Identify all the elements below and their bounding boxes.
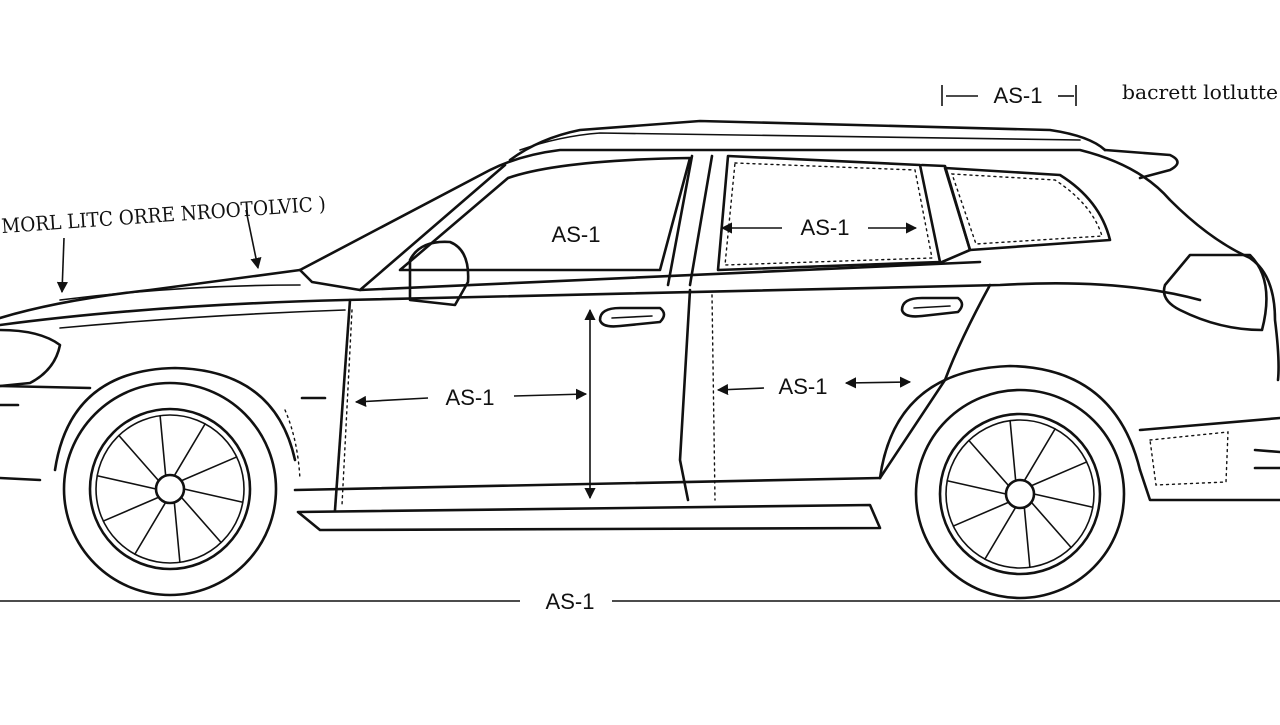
hood-crease — [59, 284, 301, 301]
rear-bumper — [1138, 416, 1280, 502]
windshield — [298, 163, 507, 292]
roof-outline — [298, 148, 1280, 382]
front-door-front-edge — [333, 298, 352, 512]
wheel-spoke — [1030, 461, 1088, 487]
quarter-window-dotted — [950, 173, 1103, 245]
car-body — [0, 119, 1280, 532]
wheel-spoke — [946, 479, 1007, 495]
roof-rail-inner — [519, 132, 1081, 151]
quarter-window — [943, 166, 1112, 252]
side-skirt — [296, 503, 882, 532]
annotation-top-left: MORL LITC ORRE NROOTOLVIC ) — [1, 191, 327, 238]
rear-wheel — [914, 388, 1126, 600]
wheel-spoke — [118, 434, 160, 482]
wheel-spoke — [96, 474, 157, 490]
tail-lamp — [1162, 253, 1268, 332]
dim-label-front-door: AS-1 — [446, 385, 495, 410]
dim-rear-door-left — [716, 383, 765, 396]
headlight — [0, 328, 62, 388]
dim-label-overall-length: AS-1 — [546, 589, 595, 614]
wheel-spoke — [1023, 428, 1056, 482]
rear-side-window — [716, 154, 942, 272]
dim-front-door-right — [513, 388, 588, 400]
dim-label-top: AS-1 — [994, 83, 1043, 108]
rear-bumper-textured-panel — [1149, 431, 1229, 486]
dim-label-rear-window: AS-1 — [801, 215, 850, 240]
dim-label-rear-door: AS-1 — [779, 374, 828, 399]
rear-side-window-dotted — [724, 162, 933, 266]
front-bumper — [0, 384, 92, 482]
wheel-spoke — [1009, 419, 1017, 482]
front-wheel — [62, 381, 278, 597]
wheel-spoke — [159, 414, 167, 477]
wheel-spoke — [180, 456, 238, 482]
roof-rail — [508, 119, 1107, 162]
rear-door-seam-dotted — [711, 294, 716, 501]
wheel-spoke — [183, 488, 244, 504]
front-arch-dotted — [284, 409, 301, 481]
wheel-spoke — [1033, 493, 1094, 509]
wheel-spoke — [952, 501, 1010, 527]
leader-arrow-2 — [245, 209, 262, 270]
window-beltline — [358, 260, 982, 292]
wheel-spoke — [102, 496, 160, 522]
wheel-spoke — [1023, 506, 1031, 569]
dim-rear-door-right — [844, 376, 912, 389]
front-door-seam-dotted — [341, 309, 353, 506]
b-pillar-line — [678, 288, 692, 502]
wheel-spoke — [984, 506, 1017, 560]
rear-spoiler — [1103, 148, 1179, 180]
dim-label-front-window: AS-1 — [552, 222, 601, 247]
rear-door-handle — [900, 296, 964, 318]
wheel-spoke — [134, 501, 167, 555]
front-side-window — [398, 156, 692, 272]
rear-wheel-arch — [878, 364, 1142, 480]
wheel-spoke — [968, 439, 1010, 487]
sill-upper — [293, 476, 882, 492]
annotation-top-right: bacrett lotlutte — [1122, 80, 1278, 104]
dimension-lines — [56, 85, 1077, 500]
rear-door-rear-edge — [878, 283, 992, 480]
front-door-handle — [598, 306, 666, 328]
wheel-spoke — [1030, 501, 1072, 549]
wheel-spoke — [173, 423, 206, 477]
wheel-spoke — [173, 501, 181, 564]
shoulder-line-lower — [59, 309, 346, 329]
leader-arrow-1 — [56, 237, 68, 294]
wheel-spoke — [180, 496, 222, 544]
shoulder-line — [0, 282, 1202, 327]
dim-front-door-left — [354, 395, 429, 408]
front-wheel-arch — [53, 366, 297, 472]
b-pillar — [666, 154, 714, 287]
side-mirror — [408, 240, 470, 307]
